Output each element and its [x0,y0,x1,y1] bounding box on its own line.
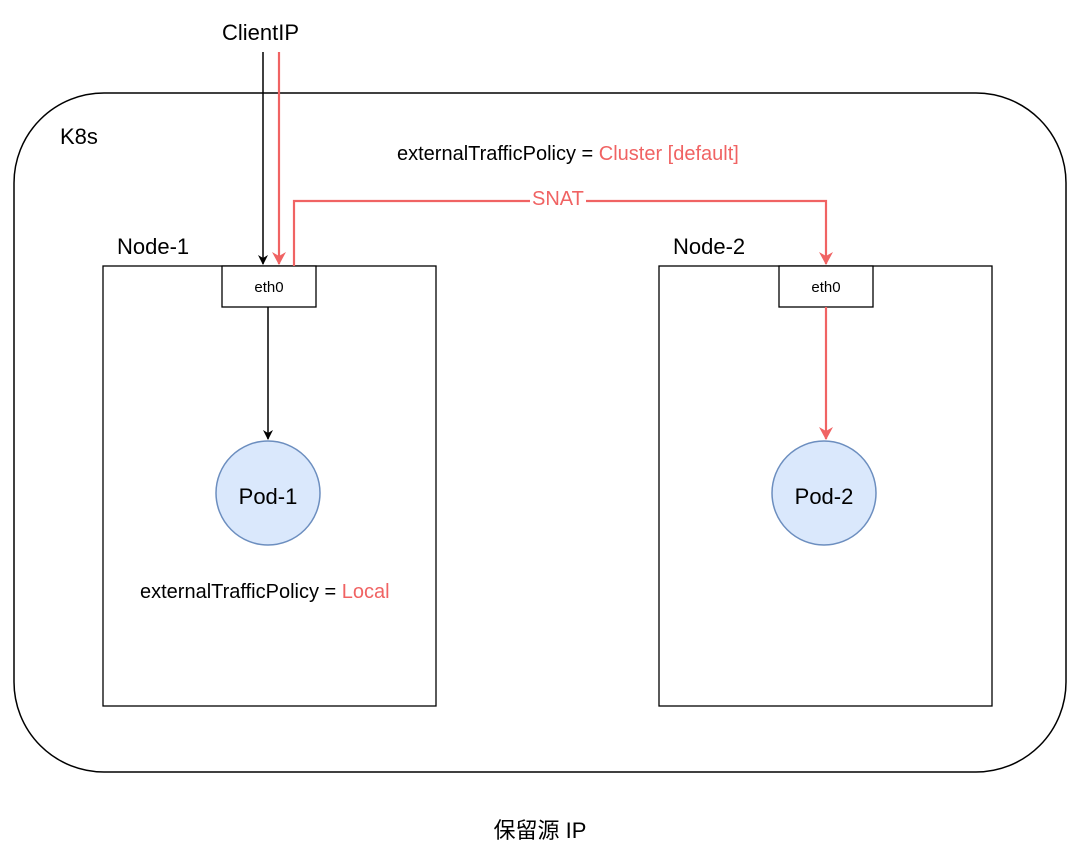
client-ip-label: ClientIP [222,20,300,45]
pod-1-circle [215,440,321,546]
policy-cluster-label: externalTrafficPolicy = Cluster [default… [397,144,739,164]
policy-cluster-value: Cluster [default] [598,143,739,165]
policy-local-value: Local [341,581,390,603]
figure-caption: 保留源 IP [493,818,587,843]
policy-local-prefix: externalTrafficPolicy = [140,581,342,603]
node-1-eth0-box [221,265,317,308]
policy-cluster-prefix: externalTrafficPolicy = [397,143,599,165]
node-1-label: Node-1 [117,234,190,259]
node-2-label: Node-2 [673,234,746,259]
pod-2-label: Pod-2 [794,484,854,509]
pod-1-label: Pod-1 [238,484,298,509]
node-1-eth0-label: eth0 [254,279,284,296]
k8s-cluster-label: K8s [60,124,98,149]
pod-2-circle [771,440,877,546]
snat-label: SNAT [530,188,586,210]
node-2-eth0-label: eth0 [811,279,841,296]
policy-local-label: externalTrafficPolicy = Local [140,582,390,602]
snat-path-arrow [292,199,833,266]
k8s-cluster-boundary [13,92,1067,773]
